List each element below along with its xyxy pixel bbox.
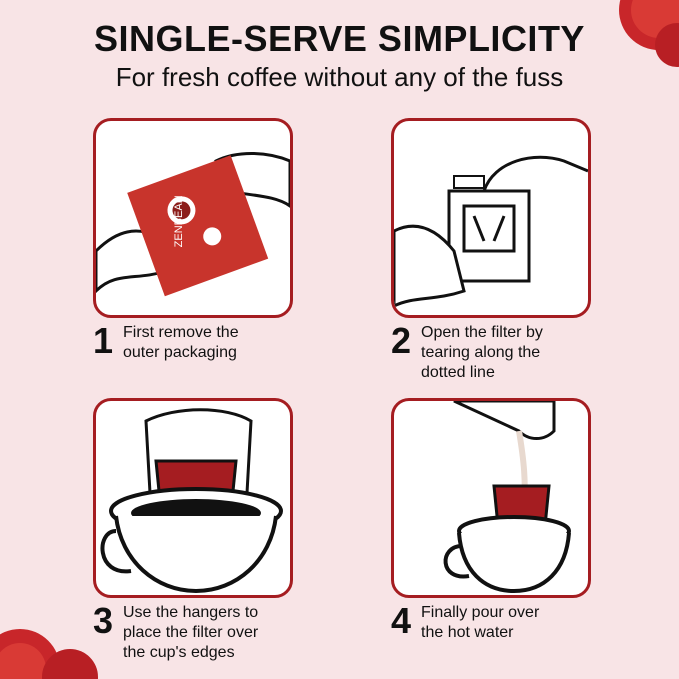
step-3-caption: 3 Use the hangers to place the filter ove…: [93, 603, 258, 663]
step-text: the cup's edges: [123, 644, 235, 661]
step-text: Use the hangers to: [123, 604, 259, 621]
step-text: the hot water: [421, 624, 514, 641]
step-4-illustration: [391, 398, 591, 598]
step-1-caption: 1 First remove the outer packaging: [93, 323, 239, 363]
page-title: SINGLE-SERVE SIMPLICITY: [94, 18, 585, 59]
step-1-illustration: ZENBEAN: [93, 118, 293, 318]
step-text: First remove the: [123, 324, 239, 341]
step-number: 1: [93, 320, 114, 361]
step-2-illustration: [391, 118, 591, 318]
step-text: place the filter over: [123, 624, 259, 641]
step-text: tearing along the: [421, 344, 541, 361]
page-subtitle: For fresh coffee without any of the fuss: [115, 62, 564, 92]
step-2-caption: 2 Open the filter by tearing along the dot…: [391, 323, 543, 383]
step-4-caption: 4 Finally pour over the hot water: [391, 603, 539, 643]
step-text: Open the filter by: [421, 324, 543, 341]
step-number: 4: [391, 600, 412, 641]
step-text: Finally pour over: [421, 604, 540, 621]
step-text: outer packaging: [123, 344, 237, 361]
step-number: 3: [93, 600, 114, 641]
step-number: 2: [391, 320, 412, 361]
step-3-illustration: [93, 398, 293, 598]
step-text: dotted line: [421, 364, 495, 381]
packet-brand: ZENBEAN: [173, 195, 185, 247]
decorative-circles-top-right: [619, 0, 679, 67]
decorative-circles-bottom-left: [0, 629, 98, 679]
